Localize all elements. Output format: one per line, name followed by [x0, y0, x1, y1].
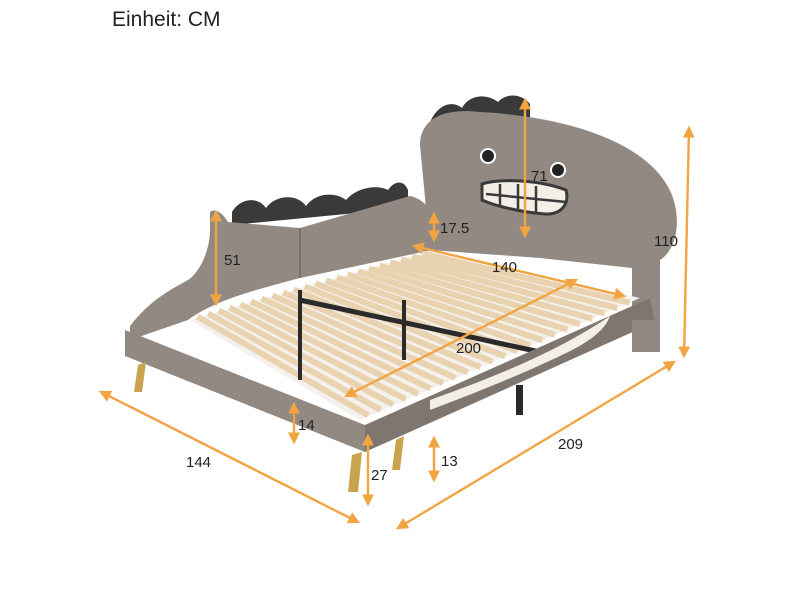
label-headboard-height: 71 [531, 168, 548, 185]
label-side-rail-height: 51 [224, 252, 241, 269]
label-overall-length: 209 [558, 436, 583, 453]
front-leg [134, 362, 146, 392]
label-panel-gap: 17.5 [440, 220, 469, 237]
front-leg [348, 452, 362, 492]
label-overall-width: 144 [186, 454, 211, 471]
front-leg [392, 436, 404, 470]
back-leg [516, 385, 523, 415]
arrow-inner-length [343, 278, 579, 398]
back-leg-right [632, 320, 660, 352]
label-frame-height: 14 [298, 417, 315, 434]
label-leg-height: 27 [371, 467, 388, 484]
side-rail-spikes [232, 182, 408, 225]
headboard [420, 111, 677, 351]
label-overall-height: 110 [654, 233, 678, 250]
dimension-arrows: 71 51 17.5 140 200 110 144 209 14 27 13 [98, 97, 695, 530]
label-under-bed-clearance: 13 [441, 453, 458, 470]
arrow-overall-width [98, 390, 361, 524]
side-panel-left [130, 196, 432, 340]
arrow-inner-width [411, 242, 627, 300]
label-inner-width: 140 [492, 259, 517, 276]
arrow-overall-length [395, 360, 677, 530]
label-inner-length: 200 [456, 340, 481, 357]
bed-illustration [125, 95, 677, 492]
unit-title: Einheit: CM [112, 8, 221, 31]
arrow-overall-height [678, 125, 695, 359]
